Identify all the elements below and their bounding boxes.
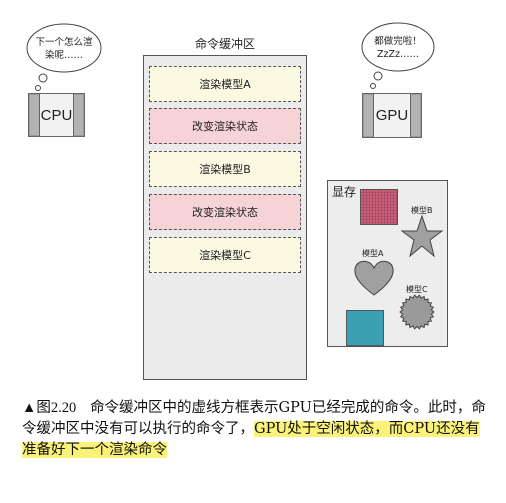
texture-swatch [360, 189, 398, 225]
figure-number: ▲图2.20 [22, 400, 77, 416]
caption-text: 命令缓冲区中的虚线方框表示GPU已经完成的命令。此时，命令缓冲区中没有可以执行的… [22, 400, 486, 437]
model-b-label: 模型B [411, 206, 433, 215]
star-model-icon [400, 214, 444, 258]
gpu-chip: GPU [362, 93, 422, 138]
command-buffer-title: 命令缓冲区 [194, 37, 255, 51]
command-change-render-state-2: 改变渲染状态 [149, 194, 301, 230]
command-change-render-state-1: 改变渲染状态 [149, 108, 301, 144]
teal-swatch [346, 310, 384, 346]
cpu-label: CPU [39, 94, 74, 136]
video-memory-title: 显存 [332, 185, 357, 199]
video-memory-panel: 显存 模型B 模型A 模型C [327, 180, 448, 347]
cpu-chip: CPU [28, 93, 85, 137]
heart-model-icon [354, 260, 394, 296]
gpu-label: GPU [373, 94, 411, 137]
command-render-model-c: 渲染模型C [149, 237, 301, 273]
cpu-thought-bubble [26, 23, 102, 91]
gear-model-icon [399, 294, 435, 330]
model-a-label: 模型A [362, 249, 384, 258]
gpu-thought-text: 都做完啦！ ZzZz…… [374, 36, 422, 60]
figure-caption: ▲图2.20 命令缓冲区中的虚线方框表示GPU已经完成的命令。此时，命令缓冲区中… [22, 398, 487, 461]
command-buffer: 渲染模型A 改变渲染状态 渲染模型B 改变渲染状态 渲染模型C [143, 55, 307, 380]
command-render-model-a: 渲染模型A [149, 66, 301, 102]
cpu-thought-text: 下一个怎么渲 染呢…… [35, 37, 93, 61]
model-c-label: 模型C [406, 285, 428, 294]
gpu-thought-bubble [361, 22, 435, 89]
command-render-model-b: 渲染模型B [149, 151, 301, 187]
